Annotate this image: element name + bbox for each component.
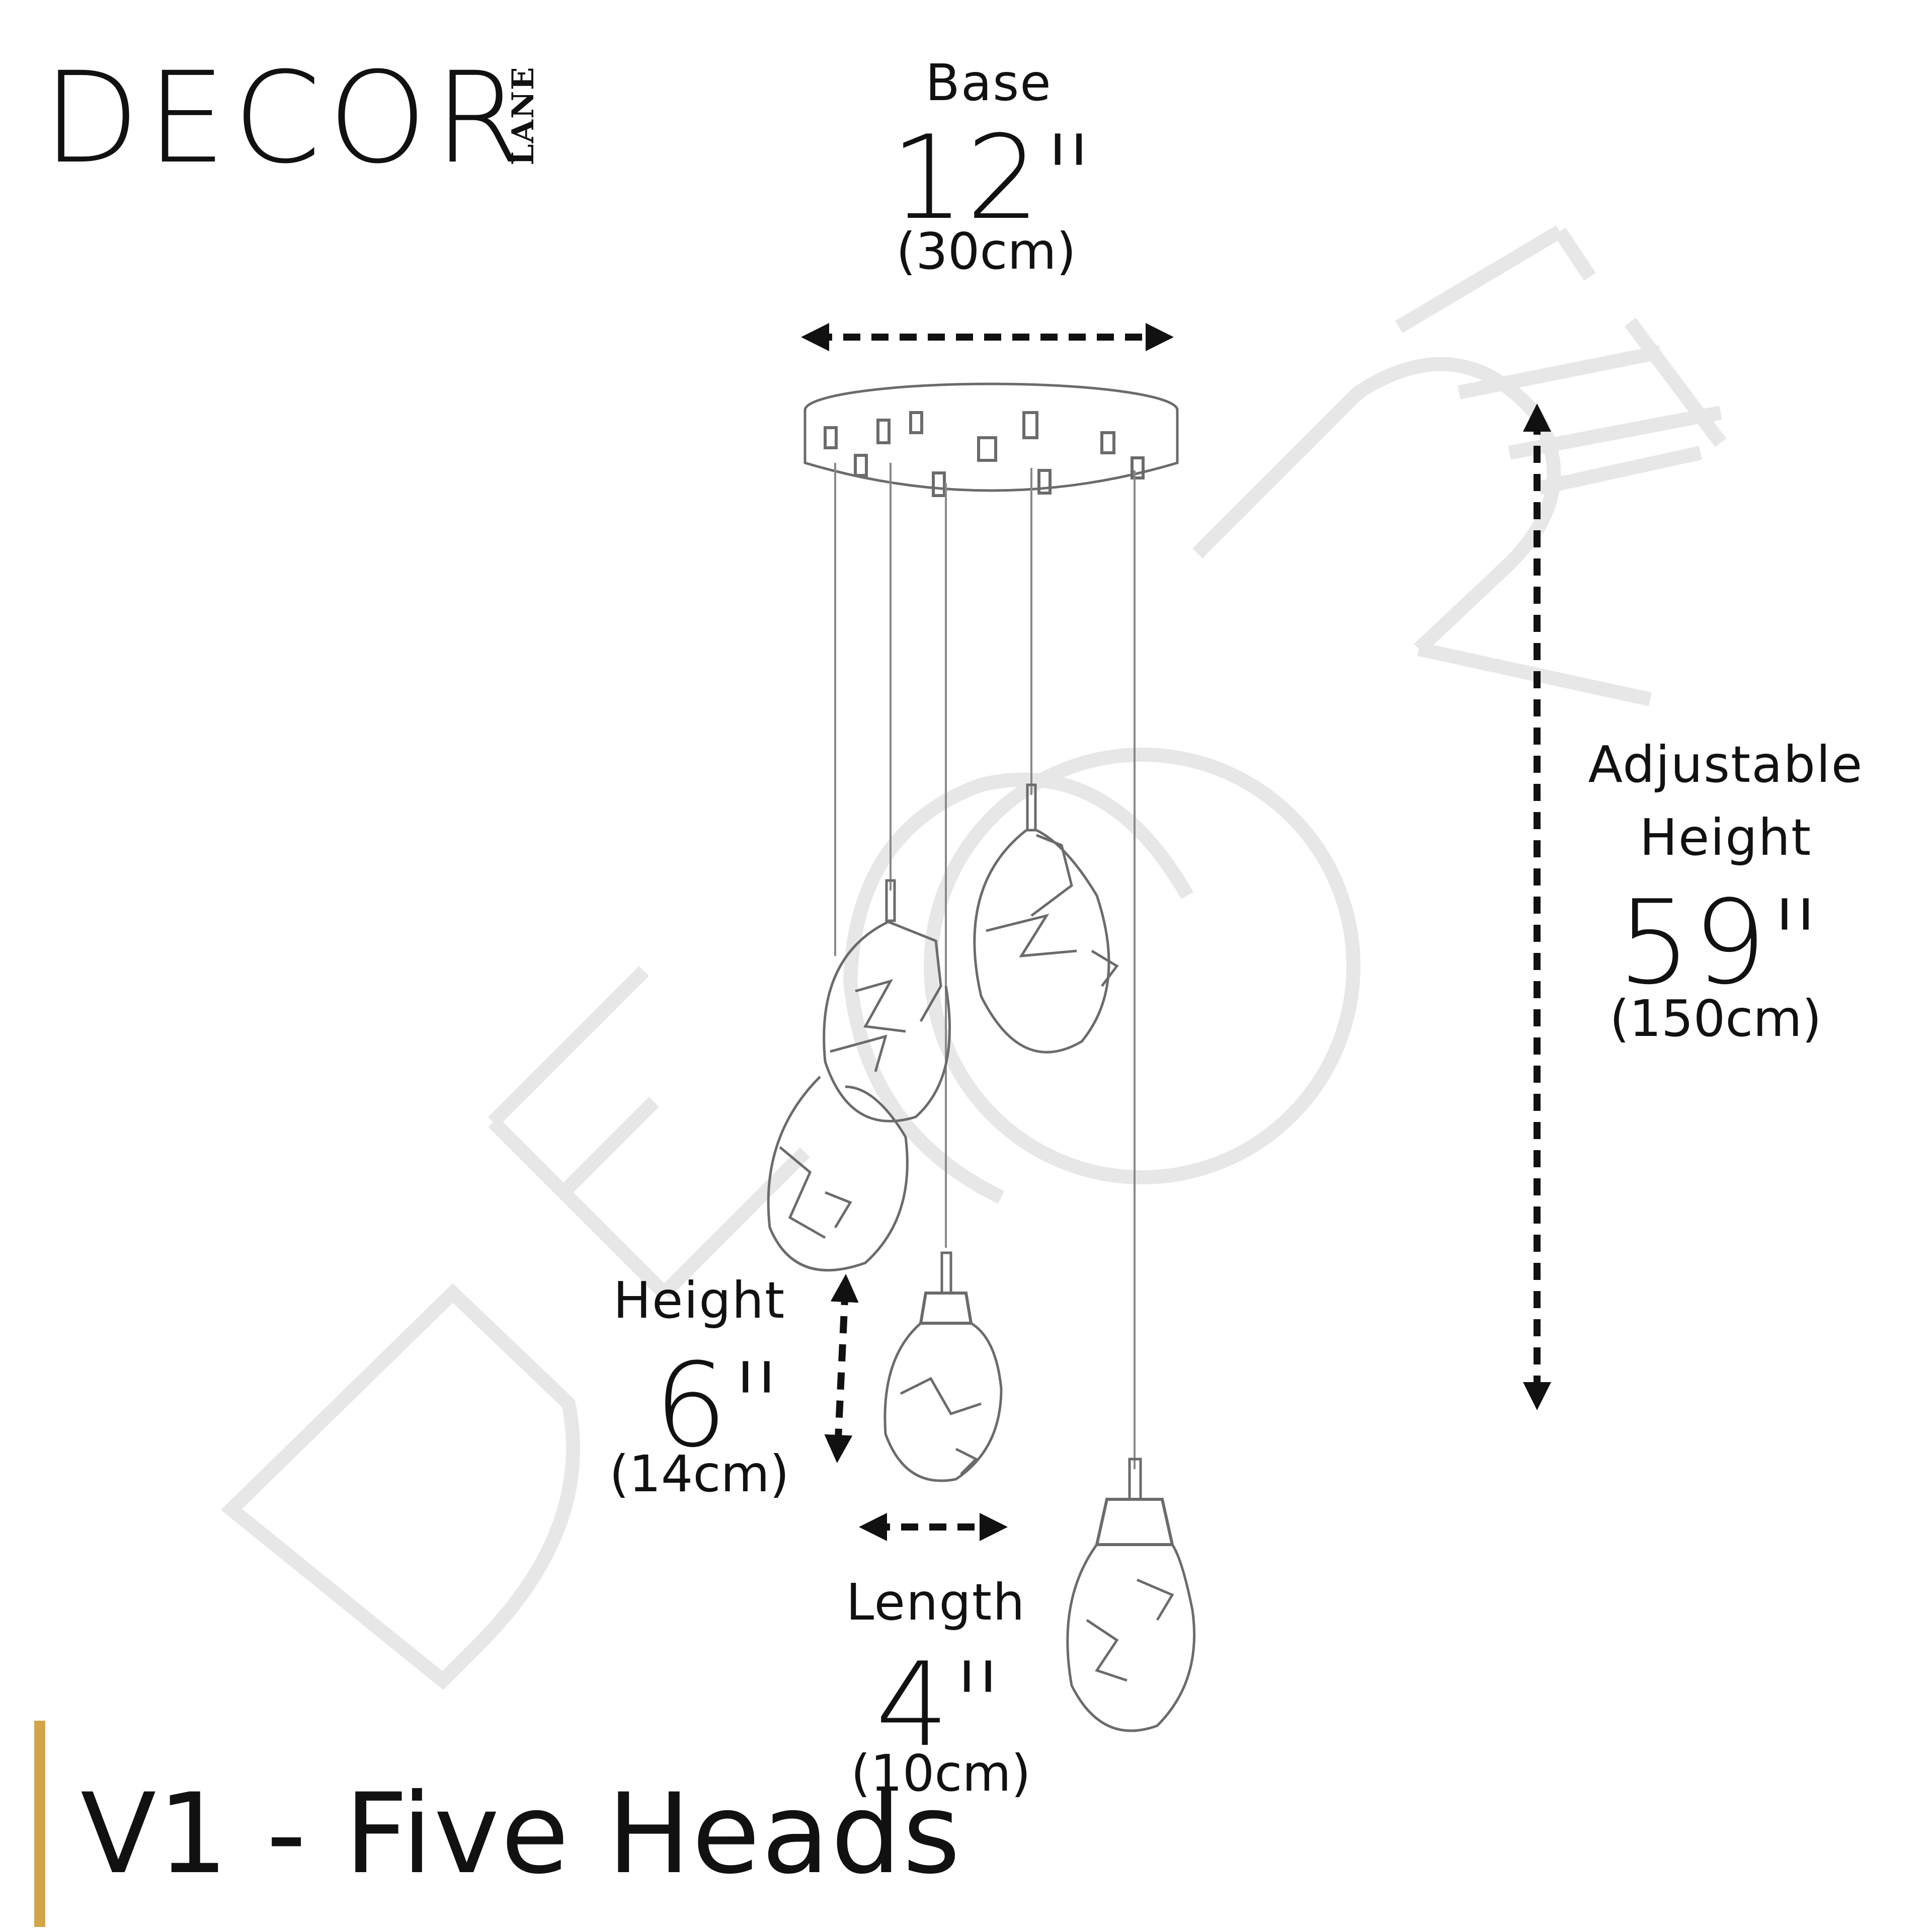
shade-a [823,879,951,1122]
variant-title: V1 - Five Heads [80,1769,962,1898]
cables [834,463,1136,1469]
double-arrow-vertical [824,1274,859,1463]
dimension-arrows [801,323,1551,1541]
shade-length-metric: (10cm) [851,1744,1031,1803]
brand-sub-text: LANE [506,66,541,166]
shade-height-metric: (14cm) [609,1444,789,1503]
shade-e [1066,1458,1196,1732]
accent-bar [34,1721,45,1927]
adjustable-imperial: 59" [1617,876,1824,1010]
shade-height-imperial: 6" [654,1339,785,1473]
adjustable-label: Adjustable [1588,735,1864,794]
pendant-sketch [767,382,1196,1732]
base-label: Base [925,53,1052,112]
shade-length-imperial: 4" [875,1638,1007,1773]
canopy-clips [824,411,1145,497]
shade-length-label: Length [846,1573,1026,1632]
shade-b [973,783,1119,1054]
height-label: Height [1639,808,1812,867]
adjustable-metric: (150cm) [1609,989,1822,1048]
shade-height-label: Height [613,1271,786,1330]
brand-sub: LANE [506,66,541,165]
shade-d [883,1251,1003,1482]
base-metric: (30cm) [896,222,1076,281]
shade-c [767,1076,909,1272]
base-imperial: 12" [891,111,1097,246]
canopy-body [803,410,1179,492]
brand-name: DECOR [43,45,529,191]
